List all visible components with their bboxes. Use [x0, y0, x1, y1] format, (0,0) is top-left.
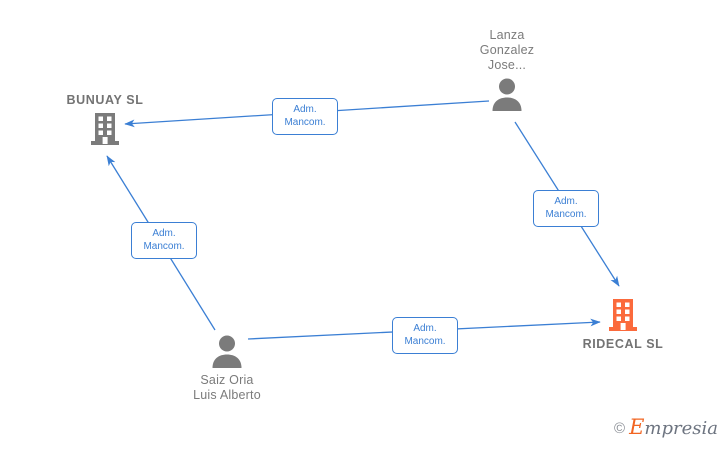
empresia-logo-rest: mpresia: [644, 418, 718, 439]
building-icon: [606, 297, 640, 333]
empresia-logo-initial: E: [629, 415, 645, 439]
empresia-logo: Empresia: [629, 415, 718, 439]
person-icon: [210, 333, 244, 369]
copyright-icon: ©: [614, 419, 626, 437]
watermark: © Empresia: [614, 415, 718, 439]
node-saiz-oria[interactable]: Saiz Oria Luis Alberto: [152, 333, 302, 403]
node-bunuay-sl[interactable]: BUNUAY SL: [30, 93, 180, 147]
node-lanza-gonzalez[interactable]: Lanza Gonzalez Jose...: [432, 28, 582, 112]
edge-label-saiz-bunuay[interactable]: Adm. Mancom.: [131, 222, 197, 259]
node-bunuay-sl-label: BUNUAY SL: [66, 93, 144, 107]
person-icon: [490, 76, 524, 112]
node-saiz-oria-label: Saiz Oria Luis Alberto: [193, 373, 261, 402]
node-lanza-gonzalez-label: Lanza Gonzalez Jose...: [479, 28, 535, 72]
node-ridecal-sl[interactable]: RIDECAL SL: [548, 297, 698, 352]
edge-label-lanza-bunuay[interactable]: Adm. Mancom.: [272, 98, 338, 135]
building-icon: [88, 111, 122, 147]
edge-label-saiz-ridecal[interactable]: Adm. Mancom.: [392, 317, 458, 354]
edge-label-lanza-ridecal[interactable]: Adm. Mancom.: [533, 190, 599, 227]
node-ridecal-sl-label: RIDECAL SL: [582, 337, 664, 351]
